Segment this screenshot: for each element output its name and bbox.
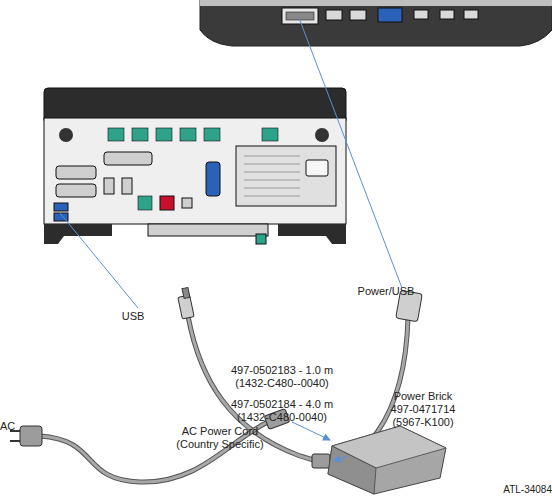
part-label: AC Power Cord (Country Specific) — [168, 425, 272, 451]
connector-label: USB — [118, 310, 148, 323]
figure-id: ATL-34084 — [496, 483, 552, 496]
power-brick — [328, 426, 446, 494]
pos-terminal — [44, 88, 346, 244]
leader-lines — [60, 18, 402, 308]
part-number: Power Brick 497-0471714 (5967-K100) — [386, 390, 460, 429]
part-number: 497-0502184 - 4.0 m (1432-C480-0040) — [222, 398, 342, 424]
insertion-arrows — [292, 422, 348, 461]
part-label: AC — [0, 420, 20, 433]
connector-label: Power/USB — [356, 285, 416, 298]
part-number: 497-0502183 - 1.0 m (1432-C480--0040) — [222, 364, 342, 390]
display-bottom — [200, 0, 552, 46]
